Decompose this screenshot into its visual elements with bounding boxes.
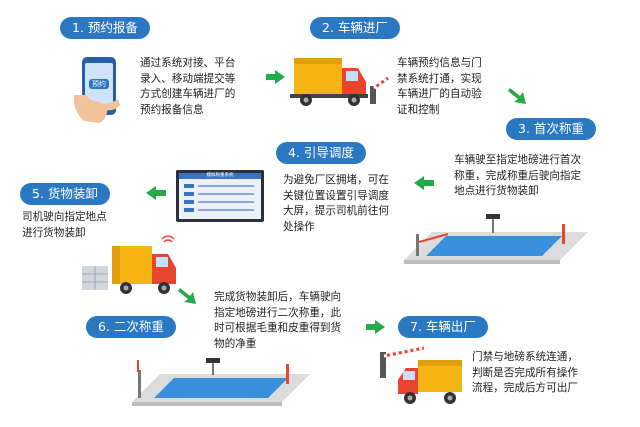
step-2-title: 2. 车辆进厂 (310, 17, 400, 39)
arrow-5-6-icon (178, 284, 200, 310)
step-6-desc: 完成货物装卸后，车辆驶向 指定地磅进行二次称重，此 时可根据毛重和皮重得到货 物… (214, 291, 342, 350)
arrow-4-5-shaft (156, 190, 166, 196)
step-6-title: 6. 二次称重 (86, 316, 176, 338)
step-5-title: 5. 货物装卸 (20, 183, 110, 205)
step-4-desc: 为避免厂区拥堵，可在 关键位置设置引导调度 大屏，提示司机前往何 处操作 (283, 174, 389, 233)
step-3-title: 3. 首次称重 (506, 118, 596, 140)
arrow-3-4-icon (414, 176, 424, 190)
truck-entering-illustration (290, 52, 390, 118)
truck-unloading-illustration (70, 232, 182, 304)
arrow-6-7-icon (375, 320, 385, 334)
step-4-title: 4. 引导调度 (276, 142, 366, 164)
step-7-desc: 门禁与地磅系统连通， 判断是否完成所有操作 流程，完成后方可出厂 (472, 351, 578, 394)
step-5-desc: 司机驶向指定地点 进行货物装卸 (22, 211, 107, 239)
arrow-6-7-shaft (366, 324, 376, 330)
weighbridge-2-illustration (124, 354, 314, 414)
weighbridge-1-illustration (392, 212, 592, 274)
step-7-title: 7. 车辆出厂 (398, 316, 488, 338)
arrow-3-4-shaft (424, 180, 434, 186)
truck-exiting-illustration (376, 346, 476, 412)
step-3-desc: 车辆驶至指定地磅进行首次 称重，完成称重后驶向指定 地点进行货物装卸 (454, 154, 582, 197)
step-2-desc: 车辆预约信息与门 禁系统打通，实现 车辆进厂的自动验 证和控制 (397, 57, 482, 116)
arrow-1-2-icon (275, 70, 285, 84)
guidance-screen-illustration: 模拟称重系统 (176, 170, 264, 226)
step-1-title: 1. 预约报备 (60, 17, 150, 39)
arrow-2-3-icon (508, 84, 530, 110)
arrow-4-5-icon (146, 186, 156, 200)
screen-header: 模拟称重系统 (206, 173, 234, 178)
phone-button-label: 预约 (92, 80, 106, 88)
arrow-1-2-shaft (266, 74, 276, 80)
step-1-desc: 通过系统对接、平台 录入、移动端提交等 方式创建车辆进厂的 预约报备信息 (140, 57, 236, 116)
phone-illustration: 预约 (70, 55, 132, 129)
